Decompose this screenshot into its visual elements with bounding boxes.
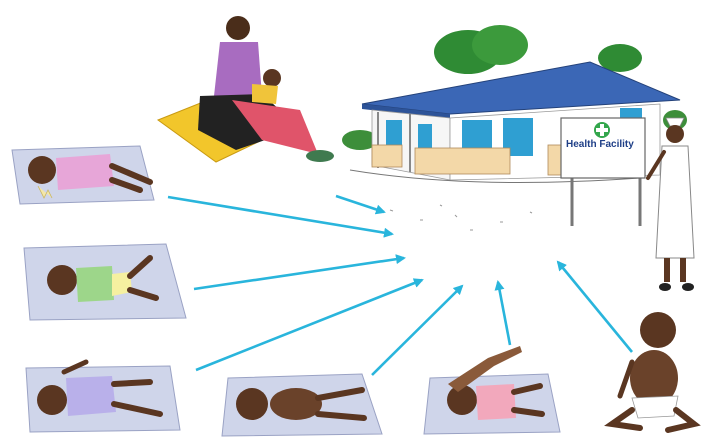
baby-body <box>270 388 322 420</box>
baby-leg <box>514 410 542 414</box>
baby-leg <box>318 414 364 418</box>
baby-crying-figure <box>222 374 382 436</box>
nurse-shoe <box>682 283 694 291</box>
nurse-leg <box>680 258 686 282</box>
child-leg <box>612 410 640 428</box>
baby-vomiting-figure <box>12 146 154 204</box>
child-diaper <box>632 396 678 418</box>
baby-head <box>28 156 56 184</box>
baby-body <box>252 84 278 104</box>
arrow <box>498 282 510 345</box>
baby-shirt <box>76 266 114 302</box>
baby-leg <box>114 382 150 384</box>
green-cross-icon <box>594 122 610 138</box>
malnourished-child-figure <box>612 312 694 430</box>
baby-fever-figure <box>424 346 560 434</box>
baby-lethargic-figure <box>24 244 186 320</box>
referral-arrows <box>168 196 632 375</box>
nurse-head <box>666 125 684 143</box>
baby-head <box>236 388 268 420</box>
baby-onesie <box>66 376 116 416</box>
arrow <box>196 280 422 370</box>
low-wall <box>372 145 402 167</box>
mother-foot <box>306 150 334 162</box>
baby-onesie <box>56 154 114 190</box>
arrow <box>336 196 384 212</box>
baby-head <box>47 265 77 295</box>
baby-head <box>37 385 67 415</box>
child-head <box>640 312 676 348</box>
arrow <box>372 286 462 375</box>
mother-head <box>226 16 250 40</box>
nurse-shoe <box>659 283 671 291</box>
baby-head <box>263 69 281 87</box>
health-facility-sign: Health Facility <box>561 118 645 226</box>
baby-onesie <box>476 384 516 420</box>
ground-dots <box>390 205 532 230</box>
baby-head <box>447 385 477 415</box>
low-wall <box>415 148 510 174</box>
nurse-uniform <box>656 146 694 258</box>
baby-convulsing-figure <box>26 362 180 432</box>
arrow <box>194 258 404 289</box>
arrow <box>558 262 632 352</box>
sign-label: Health Facility <box>566 139 634 150</box>
nurse-leg <box>664 258 670 282</box>
mother-breastfeeding-figure <box>158 16 334 162</box>
tree-canopy <box>472 25 528 65</box>
